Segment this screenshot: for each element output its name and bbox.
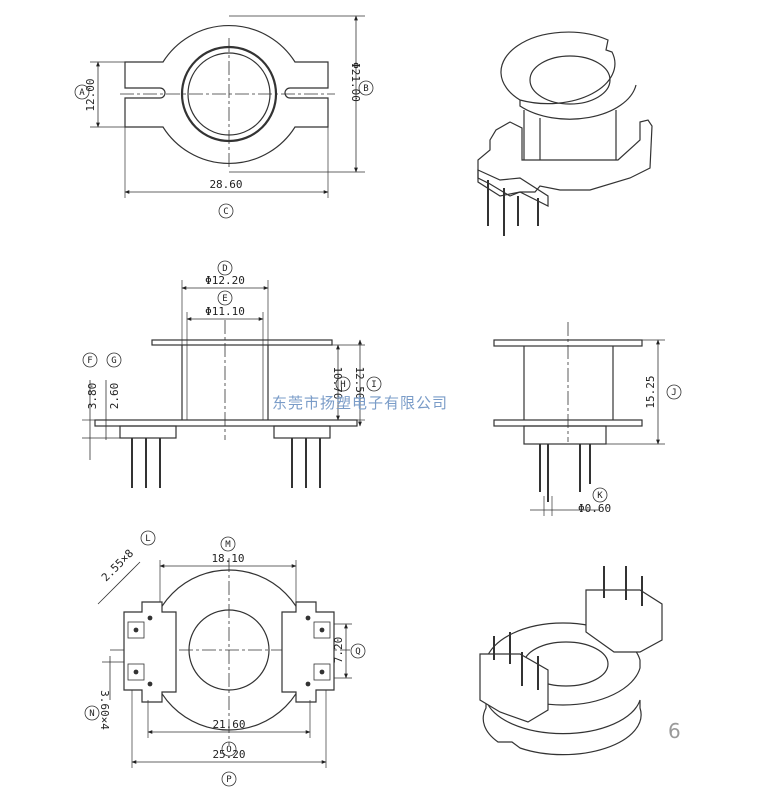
dim-q-value: 7.20 (332, 637, 345, 664)
iso-pin-block (477, 169, 549, 207)
marker-j: J (671, 388, 676, 398)
dim-g-value: 2.60 (108, 383, 121, 410)
marker-o: O (226, 745, 231, 755)
marker-l: L (145, 534, 150, 544)
dim-d-value: Φ12.20 (205, 274, 245, 287)
dim-o-value: 21.60 (212, 718, 245, 731)
iso2-pin-block-left (479, 653, 549, 723)
marker-h: H (340, 380, 345, 390)
dim-b-value: Φ21.00 (349, 62, 362, 102)
marker-p: P (226, 775, 232, 785)
page-number: 6 (668, 719, 681, 743)
marker-g: G (111, 356, 116, 366)
dim-l-value: 2.55×8 (99, 547, 136, 584)
dim-f-value: 3.80 (86, 383, 99, 410)
dim-n-value: 3.60×4 (98, 690, 111, 730)
marker-q: Q (355, 647, 360, 657)
marker-n: N (89, 709, 94, 719)
marker-i: I (371, 380, 376, 390)
iso-top-flange (500, 31, 616, 105)
watermark: 东莞市扬塑电子有限公司 (272, 394, 448, 412)
side-pin-block-right (273, 425, 331, 439)
bottom-pin-block-left (123, 601, 177, 703)
side-flange-bottom (94, 419, 358, 427)
iso-top-flange-edge (519, 84, 637, 120)
side-flange-top (151, 339, 333, 346)
marker-f: F (87, 356, 92, 366)
side-pin-block-left (119, 425, 177, 439)
dim-h-value: 10.70 (331, 366, 344, 399)
iso-top-bore (529, 55, 611, 105)
marker-c: C (223, 207, 228, 217)
dim-a-value: 12.00 (84, 78, 97, 111)
marker-k: K (597, 491, 603, 501)
dim-k-value: Φ0.60 (578, 502, 611, 515)
top-view (90, 15, 365, 198)
dim-m-value: 18.10 (211, 552, 244, 565)
end-pin-block (523, 425, 607, 445)
marker-b: B (363, 84, 368, 94)
dim-p-value: 25.20 (212, 748, 245, 761)
marker-m: M (225, 540, 231, 550)
bottom-pin-block-right (281, 601, 335, 703)
dim-line-l (97, 561, 141, 605)
bottom-view (97, 558, 352, 768)
dim-j-value: 15.25 (644, 375, 657, 408)
iso-view-top (477, 31, 653, 236)
iso2-flange-lower (482, 699, 642, 756)
side-view (82, 280, 365, 488)
iso-view-bottom (479, 566, 663, 756)
end-view (493, 322, 665, 516)
dim-i-value: 12.50 (353, 366, 366, 399)
marker-d: D (222, 264, 227, 274)
dim-c-value: 28.60 (209, 178, 242, 191)
dim-e-value: Φ11.10 (205, 305, 245, 318)
iso-bottom-flange (477, 119, 653, 197)
marker-e: E (222, 294, 227, 304)
marker-a: A (79, 88, 85, 98)
